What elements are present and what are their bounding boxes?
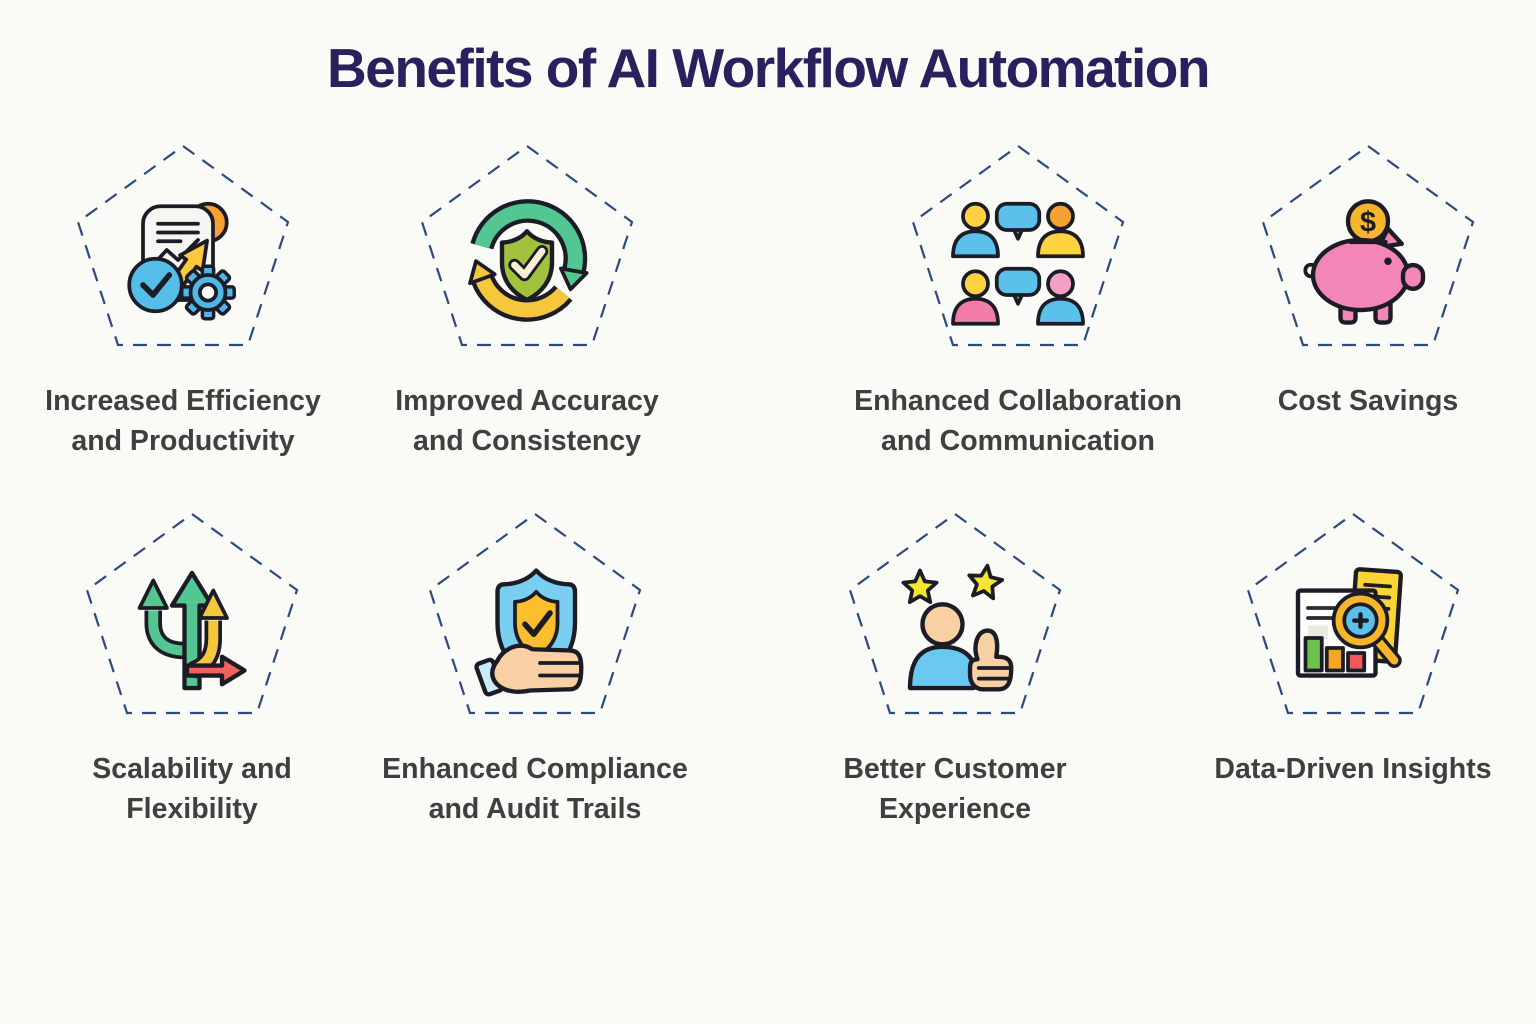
chart-magnifier-icon xyxy=(1295,567,1404,678)
benefit-card-customer: Better Customer Experience xyxy=(765,508,1145,830)
pentagon-border xyxy=(85,512,299,715)
benefit-card-collaboration: Enhanced Collaboration and Communication xyxy=(828,140,1208,462)
branching-arrows-icon xyxy=(137,570,247,691)
benefit-label: Data-Driven Insights xyxy=(1214,753,1492,785)
pentagon-tile xyxy=(1163,508,1536,728)
benefit-label: Enhanced Collaboration and Communication xyxy=(854,385,1182,457)
benefit-card-insights: Data-Driven Insights xyxy=(1163,508,1536,790)
document-gear-arrow-icon xyxy=(127,201,236,321)
page-title: Benefits of AI Workflow Automation xyxy=(327,37,1210,99)
benefit-label: Scalability and Flexibility xyxy=(92,753,292,825)
thumbs-up-stars-icon xyxy=(901,563,1014,692)
benefit-card-accuracy: Improved Accuracy and Consistency xyxy=(337,140,717,462)
pentagon-tile: $ xyxy=(1178,140,1536,360)
benefit-card-compliance: Enhanced Compliance and Audit Trails xyxy=(345,508,725,830)
hand-shield-check-icon xyxy=(474,568,584,697)
piggy-bank-coin-icon: $ xyxy=(1303,199,1426,325)
pentagon-border xyxy=(911,144,1125,347)
people-chat-icon xyxy=(951,201,1085,326)
pentagon-border xyxy=(848,512,1062,715)
benefit-label: Improved Accuracy and Consistency xyxy=(395,385,659,457)
benefit-card-scalability: Scalability and Flexibility xyxy=(2,508,382,830)
pentagon-tile xyxy=(828,140,1208,360)
pentagon-border xyxy=(1246,512,1460,715)
benefit-label: Increased Efficiency and Productivity xyxy=(45,385,321,457)
benefit-card-efficiency: Increased Efficiency and Productivity xyxy=(0,140,373,462)
benefit-label: Cost Savings xyxy=(1277,385,1459,417)
benefit-label: Better Customer Experience xyxy=(843,753,1067,825)
svg-text:$: $ xyxy=(1360,206,1376,238)
pentagon-tile xyxy=(0,140,373,360)
pentagon-border xyxy=(76,144,290,347)
shield-sync-check-icon xyxy=(468,199,589,322)
pentagon-tile xyxy=(337,140,717,360)
benefit-card-cost-savings: $ Cost Savings xyxy=(1178,140,1536,422)
benefit-label: Enhanced Compliance and Audit Trails xyxy=(382,753,688,825)
pentagon-tile xyxy=(765,508,1145,728)
pentagon-border xyxy=(420,144,634,347)
pentagon-border xyxy=(1261,144,1475,347)
pentagon-border xyxy=(428,512,642,715)
pentagon-tile xyxy=(2,508,382,728)
pentagon-tile xyxy=(345,508,725,728)
